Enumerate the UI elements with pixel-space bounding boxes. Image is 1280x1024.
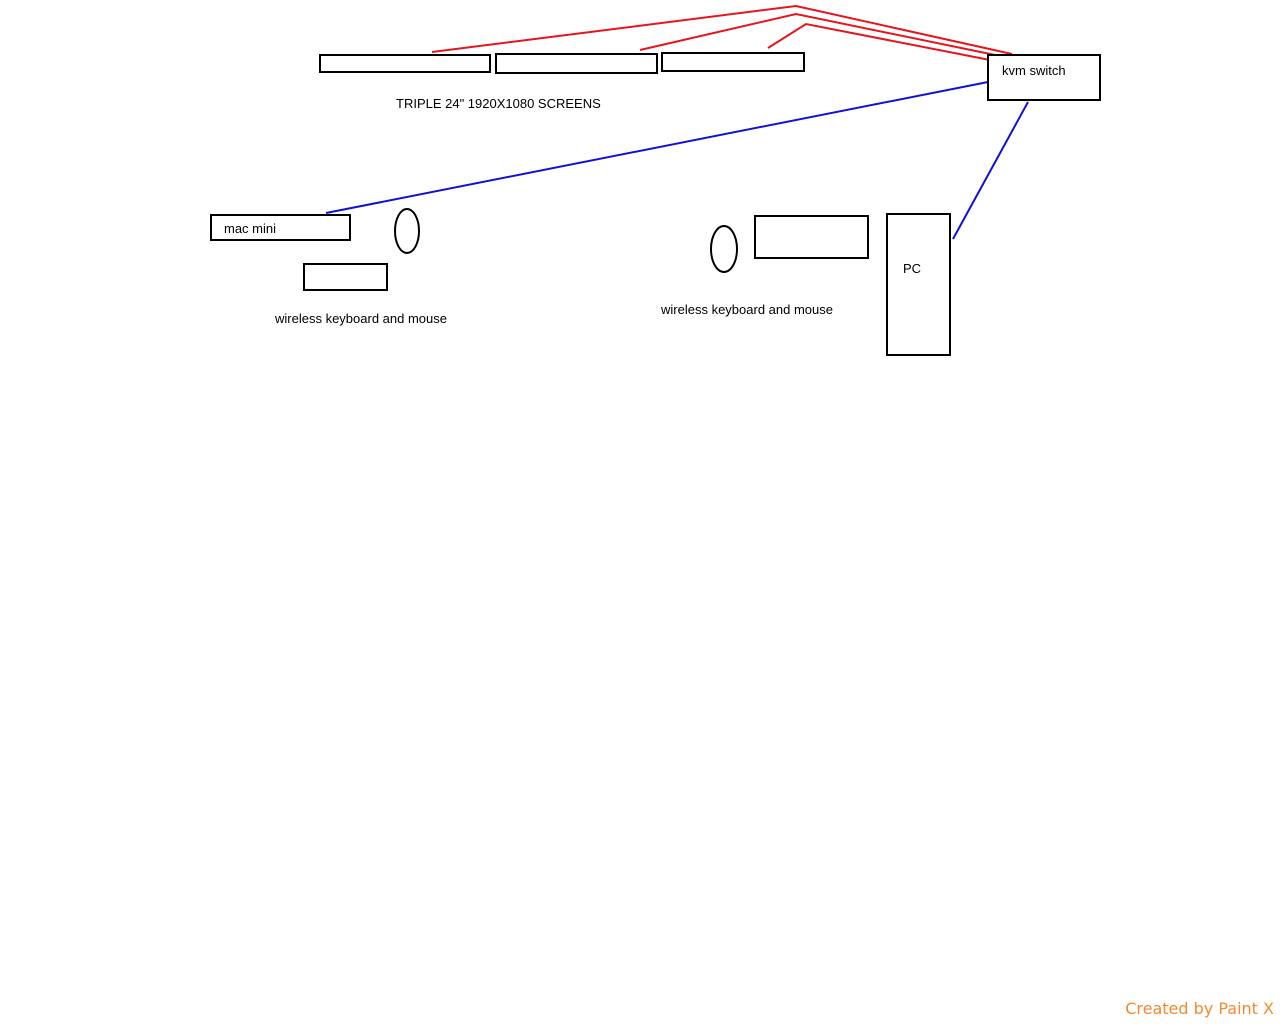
- pc-tower: [886, 213, 951, 356]
- kvm-switch-label: kvm switch: [1002, 63, 1066, 78]
- cable-screen-1: [431, 4, 1013, 55]
- cable-screen-2: [639, 12, 1001, 57]
- left-keyboard: [303, 263, 388, 291]
- right-keyboard: [754, 215, 869, 259]
- mac-mini-label: mac mini: [224, 221, 276, 236]
- display-cables: [431, 4, 1013, 61]
- screen-right: [661, 52, 805, 72]
- left-mouse: [394, 208, 420, 254]
- credit-text: Created by Paint X: [1125, 999, 1274, 1018]
- screen-left: [319, 54, 491, 73]
- usb-cables: [325, 81, 1029, 240]
- screens-caption: TRIPLE 24" 1920X1080 SCREENS: [396, 96, 601, 111]
- kvm-switch-box: [987, 54, 1101, 101]
- screen-center: [495, 53, 658, 74]
- right-peripherals-caption: wireless keyboard and mouse: [660, 302, 833, 317]
- cable-kvm-mac: [325, 81, 989, 214]
- cable-kvm-pc: [952, 101, 1029, 240]
- mac-mini-box: [210, 214, 351, 241]
- left-peripherals-caption: wireless keyboard and mouse: [274, 311, 447, 326]
- pc-label: PC: [903, 261, 921, 276]
- cable-screen-3: [767, 22, 991, 61]
- right-mouse: [710, 225, 738, 273]
